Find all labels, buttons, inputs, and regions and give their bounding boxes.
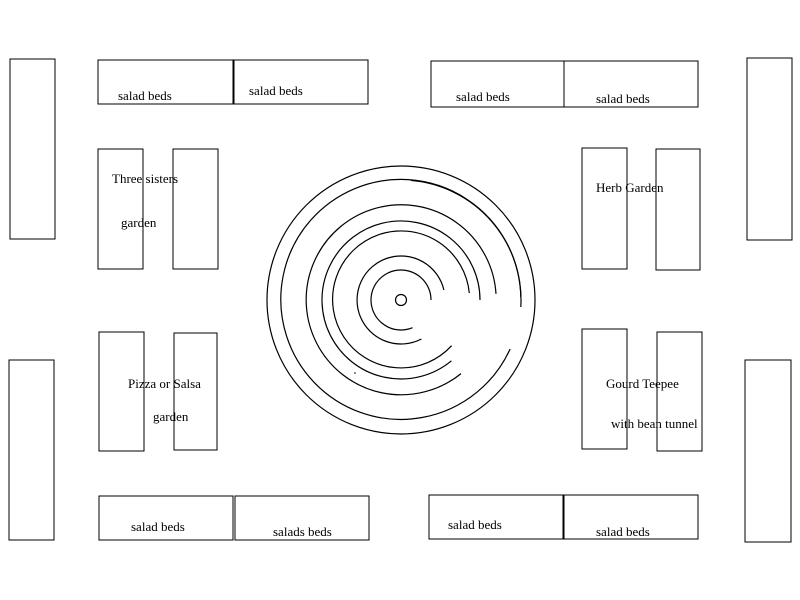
herb-garden-bed-right xyxy=(655,148,701,271)
gourd-teepee-label: with bean tunnel xyxy=(611,416,698,431)
salad-bed-label: salad beds xyxy=(131,519,185,534)
three-sisters-label: Three sisters xyxy=(112,171,178,186)
three-sisters-bed-left xyxy=(97,148,144,270)
salad-bed-label: salad beds xyxy=(456,89,510,104)
salad-bed-label: salad beds xyxy=(596,91,650,106)
salad-bed-bottom-4 xyxy=(563,494,699,540)
salad-bed-label: salads beds xyxy=(273,524,332,539)
labyrinth-ring-3 xyxy=(410,179,522,308)
three-sisters-bed-right xyxy=(172,148,219,270)
three-sisters-label: garden xyxy=(121,215,157,230)
pizza-garden-bed-left xyxy=(98,331,145,452)
salad-bed-top-3 xyxy=(430,60,565,108)
side-bed-top-right xyxy=(746,57,793,241)
salad-bed-label: salad beds xyxy=(249,83,303,98)
gourd-teepee-bed-left xyxy=(581,328,628,450)
labyrinth-center xyxy=(394,293,408,307)
labyrinth xyxy=(266,165,536,435)
salad-bed-label: salad beds xyxy=(596,524,650,539)
gourd-teepee-label: Gourd Teepee xyxy=(606,376,679,391)
side-bed-bottom-right xyxy=(744,359,792,543)
salad-bed-top-2 xyxy=(233,59,369,105)
pizza-garden-label: Pizza or Salsa xyxy=(128,376,201,391)
salad-bed-label: salad beds xyxy=(448,517,502,532)
labyrinth-ring-7 xyxy=(356,255,445,345)
labyrinth-ring-8 xyxy=(370,269,432,331)
herb-garden-label: Herb Garden xyxy=(596,180,664,195)
labyrinth-ring-2 xyxy=(280,178,522,421)
salad-bed-top-4 xyxy=(563,60,699,108)
labyrinth-dot xyxy=(354,372,356,374)
salad-bed-label: salad beds xyxy=(118,88,172,103)
labyrinth-ring-6 xyxy=(332,230,470,369)
side-bed-bottom-left xyxy=(8,359,55,541)
gourd-teepee-bed-right xyxy=(656,331,703,452)
labyrinth-outer-ring xyxy=(266,165,536,435)
labyrinth-ring-5 xyxy=(321,220,481,380)
side-bed-top-left xyxy=(9,58,56,240)
salad-bed-bottom-3 xyxy=(428,494,564,540)
salad-bed-bottom-2 xyxy=(234,495,370,541)
pizza-garden-label: garden xyxy=(153,409,189,424)
herb-garden-bed-left xyxy=(581,147,628,270)
salad-bed-bottom-1 xyxy=(98,495,234,541)
labyrinth-ring-4 xyxy=(305,204,497,396)
salad-bed-top-1 xyxy=(97,59,234,105)
pizza-garden-bed-right xyxy=(173,332,218,451)
